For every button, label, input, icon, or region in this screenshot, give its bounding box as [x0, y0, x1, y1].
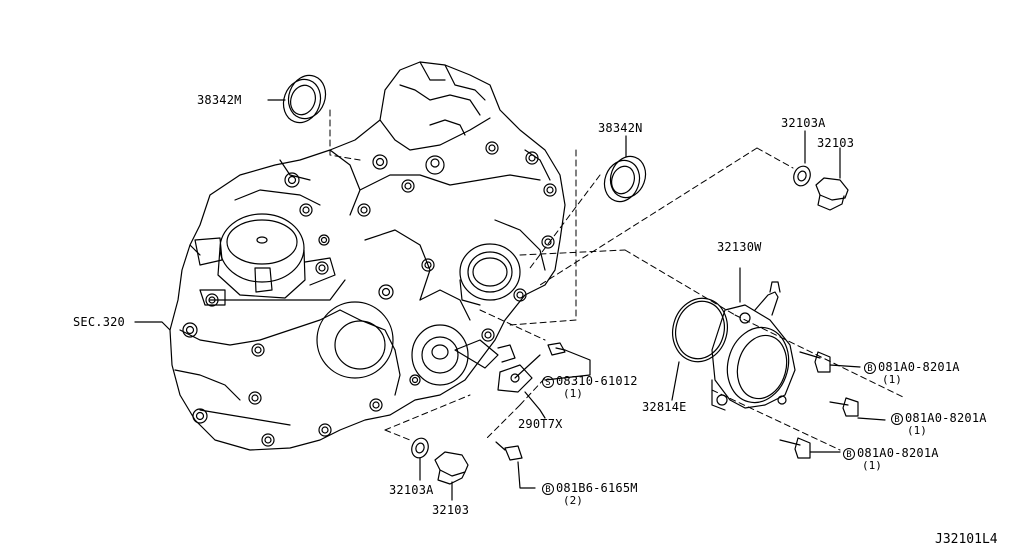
- label-sec320: SEC.320: [73, 315, 125, 329]
- screw-qty: (1): [563, 387, 583, 400]
- bolt-081b6: [495, 441, 536, 489]
- screw-symbol: S: [542, 375, 554, 388]
- label-32103a-top: 32103A: [781, 116, 826, 130]
- bolt-symbol: B: [542, 482, 554, 495]
- label-38342n: 38342N: [598, 121, 643, 135]
- gasket-plug-top: [793, 130, 849, 211]
- diagram-id: J32101L4: [935, 532, 998, 547]
- o-ring-32814e: [671, 297, 728, 401]
- bolt-code: 081B6-6165M: [556, 481, 638, 495]
- bolt-3-symbol: B: [843, 447, 855, 460]
- lower-boss: [316, 301, 469, 386]
- guide-lines: [329, 109, 906, 451]
- bolt-1-code: 081A0-8201A: [878, 360, 960, 374]
- gasket-plug-bottom: [411, 437, 469, 501]
- label-32103a-bottom: 32103A: [389, 483, 434, 497]
- bolt-1-symbol: B: [864, 361, 876, 374]
- oil-seal-38342n: [603, 135, 647, 203]
- sensor-assembly: [454, 339, 541, 393]
- bolt-3-code: 081A0-8201A: [857, 446, 939, 460]
- bolt-2-qty: (1): [907, 424, 927, 437]
- bolt-2-code: 081A0-8201A: [905, 411, 987, 425]
- case-bolt-heads: [182, 141, 557, 447]
- bolt-3-qty: (1): [862, 459, 882, 472]
- sec320-leader: [134, 321, 171, 331]
- label-38342m: 38342M: [197, 93, 242, 107]
- transaxle-case: [169, 61, 566, 451]
- sensor-leader: [524, 391, 546, 419]
- differential-housing: [189, 213, 336, 306]
- label-290t7x: 290T7X: [518, 417, 563, 431]
- label-32814e: 32814E: [642, 400, 687, 414]
- bolt-2-symbol: B: [891, 412, 903, 425]
- housing-bolts: [779, 351, 886, 459]
- label-32103-top: 32103: [817, 136, 855, 150]
- bolt-qty: (2): [563, 494, 583, 507]
- bolt-1-qty: (1): [882, 373, 902, 386]
- label-32130w: 32130W: [717, 240, 762, 254]
- label-32103-bottom: 32103: [432, 503, 470, 517]
- screw-08310: [544, 342, 591, 381]
- screw-code: 08310-61012: [556, 374, 638, 388]
- output-port: [459, 243, 521, 306]
- oil-seal-38342m: [267, 74, 327, 124]
